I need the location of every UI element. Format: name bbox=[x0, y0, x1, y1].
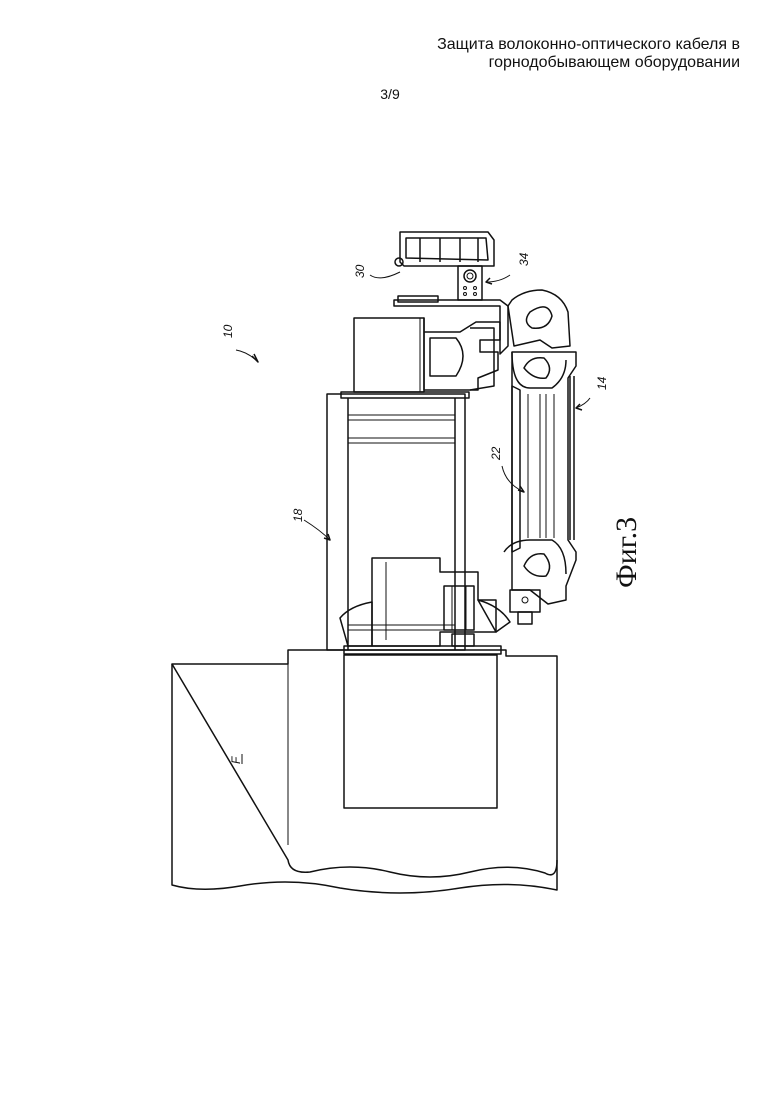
leader-lines bbox=[236, 272, 590, 540]
label-part-22: 22 bbox=[489, 446, 503, 461]
base-pocket bbox=[344, 655, 497, 808]
cable-tray-30 bbox=[395, 232, 494, 266]
mounting-plate bbox=[394, 296, 508, 354]
cable-clamp-34 bbox=[458, 266, 482, 300]
base-body-f bbox=[172, 650, 557, 893]
tube-14 bbox=[504, 352, 576, 604]
label-part-34: 34 bbox=[517, 252, 531, 266]
label-face-f: F bbox=[229, 756, 243, 764]
label-assembly-10: 10 bbox=[221, 324, 235, 338]
label-part-14: 14 bbox=[595, 376, 609, 390]
label-frame-18: 18 bbox=[291, 508, 305, 522]
frame-18 bbox=[327, 392, 501, 654]
label-part-30: 30 bbox=[353, 264, 367, 278]
lifting-lug bbox=[508, 290, 570, 348]
lower-housing bbox=[340, 558, 510, 646]
figure-caption: Фиг.3 bbox=[610, 517, 643, 588]
upper-housing bbox=[354, 318, 500, 392]
